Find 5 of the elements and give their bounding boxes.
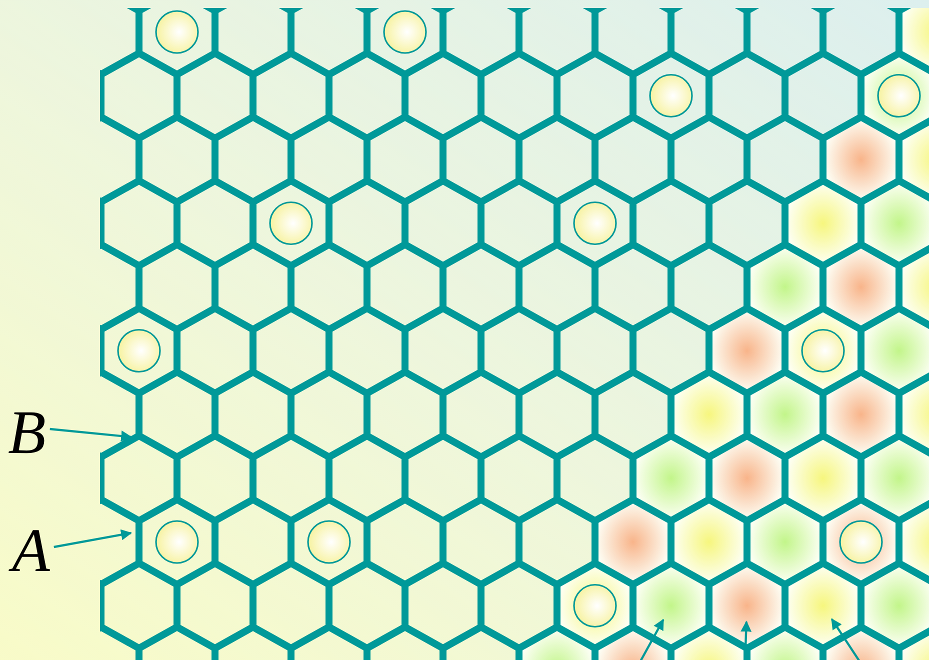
arrow xyxy=(639,618,664,660)
leader-line xyxy=(50,428,132,442)
leader-line xyxy=(54,529,132,548)
lattice-site-label: B xyxy=(8,402,46,464)
arrow xyxy=(830,618,861,660)
